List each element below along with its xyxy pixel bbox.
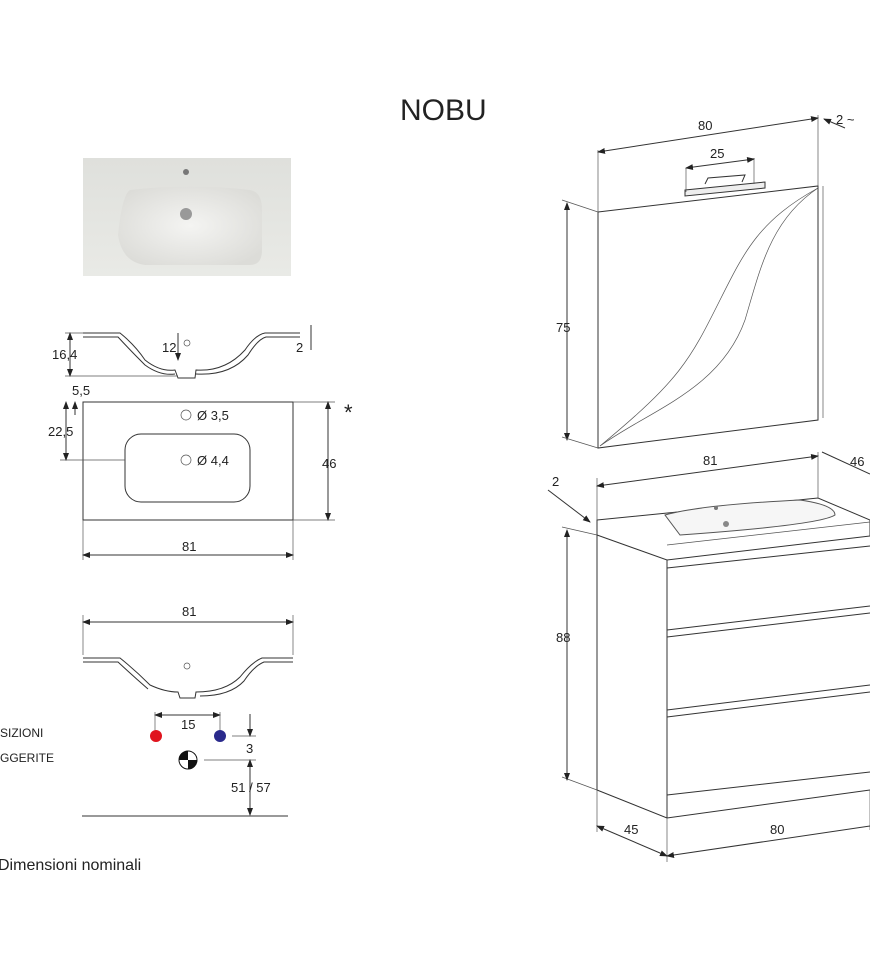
front-section-view: 81 <box>82 604 294 699</box>
dim-offset-x: 5,5 <box>72 383 90 398</box>
drain-symbol-icon <box>178 750 198 770</box>
dim-rim: 2 <box>296 340 303 355</box>
dim-top-depth: 46 <box>322 456 336 471</box>
dim-tap-hole: Ø 3,5 <box>197 408 229 423</box>
dim-mirror-thickness: 2 ~ <box>836 112 855 127</box>
dim-sink-height: 16,4 <box>52 347 77 362</box>
dim-drain-height: 51 / 57 <box>231 780 271 795</box>
legend-text-2: GGERITE <box>0 751 54 765</box>
sink-photo <box>83 158 291 276</box>
dim-tap-spacing: 15 <box>181 717 195 732</box>
side-section-view: 16,4 12 2 <box>52 325 312 379</box>
legend-text-1: SIZIONI <box>0 726 43 740</box>
dim-cabinet-height: 88 <box>556 630 570 645</box>
dim-front-width: 81 <box>182 604 196 619</box>
top-view: Ø 3,5 Ø 4,4 5,5 22,5 46 81 * <box>48 383 353 560</box>
product-title: NOBU <box>400 94 487 127</box>
dim-cabinet-depth: 45 <box>624 822 638 837</box>
dim-sink-depth: 12 <box>162 340 176 355</box>
footnote: Dimensioni nominali <box>0 857 141 874</box>
dim-mirror-height: 75 <box>556 320 570 335</box>
cold-water-icon <box>214 730 226 742</box>
mirror-view: 80 25 2 ~ 75 <box>556 112 855 449</box>
hot-water-icon <box>150 730 162 742</box>
dim-cabinet-width: 80 <box>770 822 784 837</box>
dim-top-depth-46: 46 <box>850 454 864 469</box>
dim-top-width: 81 <box>182 539 196 554</box>
dim-drop: 3 <box>246 741 253 756</box>
cabinet-view: 81 46 2 88 45 80 <box>547 451 870 862</box>
connections-view: 15 3 51 / 57 SIZIONI GGERITE <box>0 712 288 817</box>
dim-top-width-81: 81 <box>703 453 717 468</box>
dim-mirror-width: 80 <box>698 118 712 133</box>
dim-drain-hole: Ø 4,4 <box>197 453 229 468</box>
dim-top-thickness: 2 <box>552 474 559 489</box>
asterisk-note: * <box>344 400 353 425</box>
dim-offset-y: 22,5 <box>48 424 73 439</box>
dim-lamp-width: 25 <box>710 146 724 161</box>
